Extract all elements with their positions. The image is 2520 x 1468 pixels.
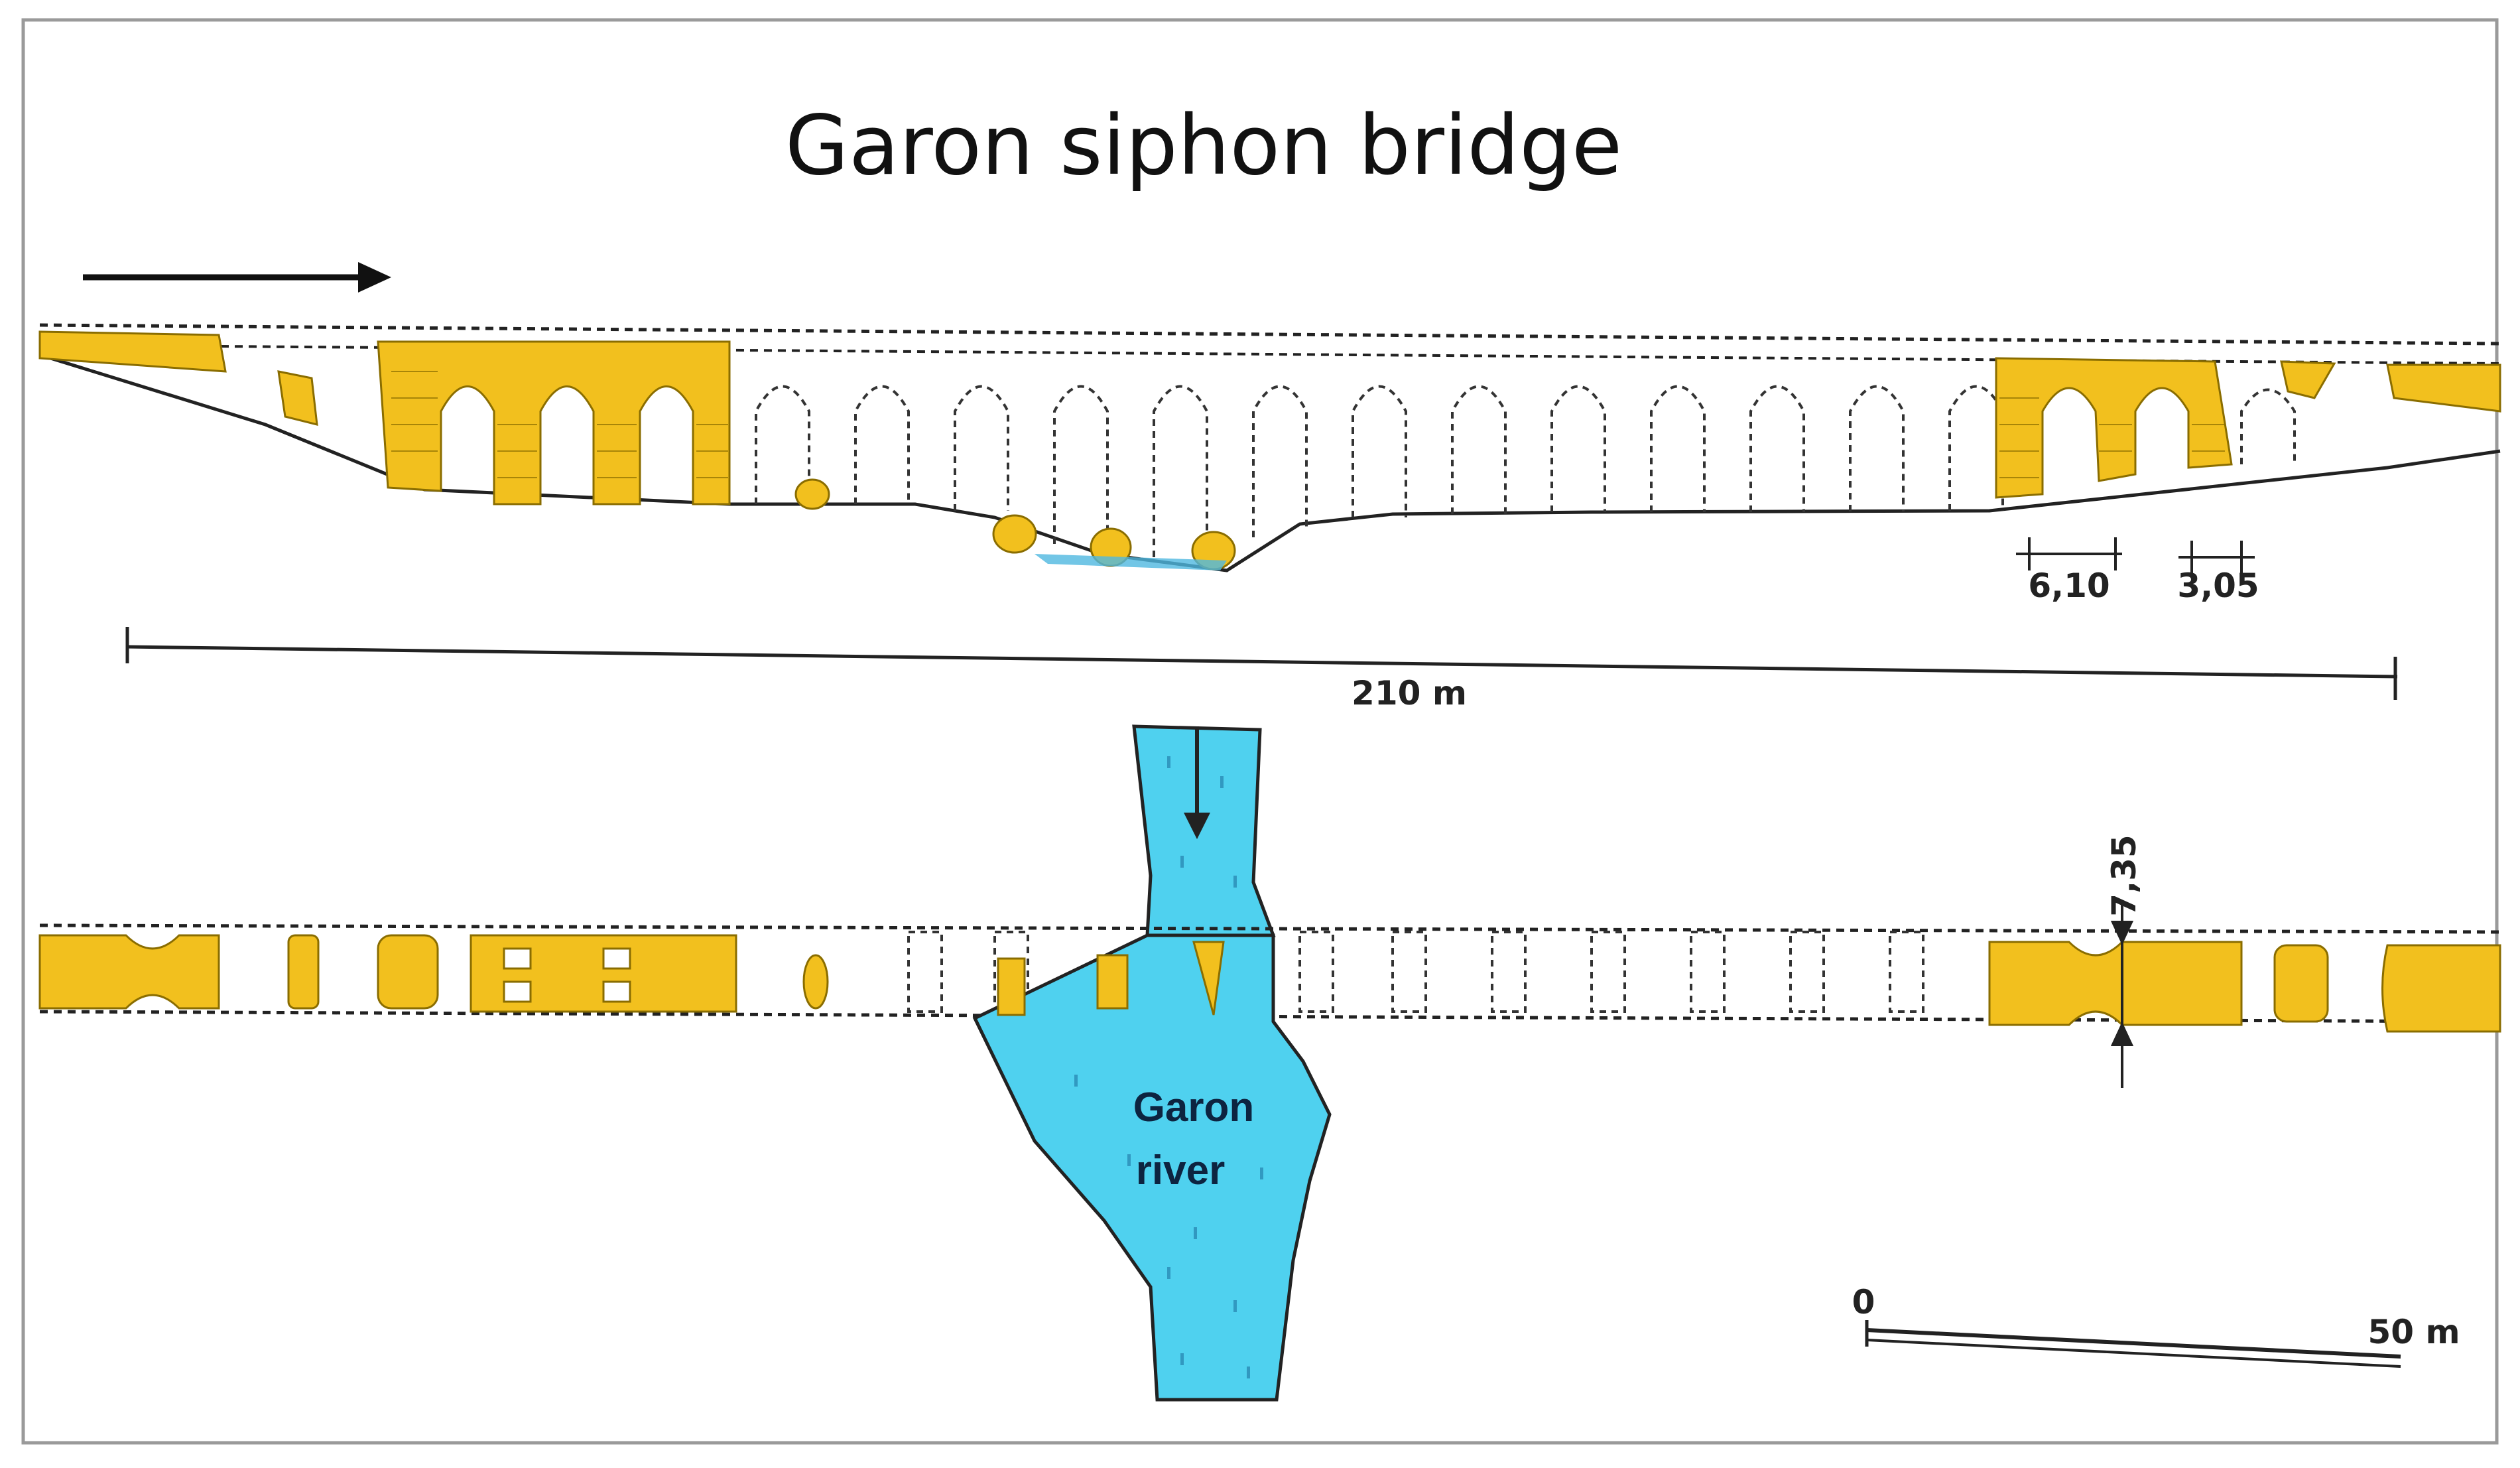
plan-masonry (377, 934, 439, 1010)
plan-masonry (997, 957, 1026, 1016)
plan-top-line (39, 923, 2501, 934)
masonry-right-end (2386, 364, 2501, 413)
plan-masonry (2381, 944, 2501, 1033)
masonry-right-arches (1995, 357, 2233, 499)
river-in-elevation (1035, 554, 1227, 570)
pier-ruin (992, 514, 1037, 554)
plan-masonry (1096, 954, 1129, 1010)
river-upstream (1132, 724, 1276, 937)
bridge-plan: Garon river 7,35 (38, 724, 2501, 1402)
plan-masonry (287, 934, 320, 1010)
masonry-left-pier-ruin (277, 370, 318, 426)
flow-direction-arrow (83, 262, 391, 293)
plan-masonry (1192, 941, 1225, 1016)
arch-width-label: 6,10 (2028, 567, 2110, 605)
span-label: 210 m (1352, 674, 1467, 712)
pier-ruin (794, 478, 830, 510)
scale-bar-end-label: 50 m (2367, 1313, 2460, 1351)
river-label-line2: river (1136, 1148, 1225, 1193)
span-dimension (125, 627, 2398, 700)
plan-masonry (802, 954, 829, 1010)
river-downstream (972, 933, 1332, 1402)
bridge-elevation: 6,10 3,05 210 m (38, 323, 2501, 712)
plan-masonry (38, 934, 220, 1010)
masonry-left-end (38, 330, 227, 373)
scale-bar (1865, 1320, 2401, 1368)
plan-masonry (470, 934, 737, 1013)
arch-width-dimension (2016, 537, 2122, 570)
plan-restored-piers (907, 931, 1924, 1013)
scale-bar-start-label: 0 (1852, 1283, 1875, 1321)
masonry-right-ruin (2280, 360, 2336, 399)
deck-top-line (39, 323, 2501, 346)
plan-width-dimension (2110, 902, 2134, 1088)
pier-width-dimension (2178, 541, 2255, 574)
plan-masonry (2273, 944, 2329, 1023)
plan-masonry (1988, 941, 2243, 1026)
river-label-line1: Garon (1133, 1085, 1255, 1130)
masonry-left-arches (377, 340, 731, 505)
restored-arches (755, 385, 2004, 557)
pier-width-label: 3,05 (2177, 567, 2259, 605)
plan-width-label: 7,35 (2105, 834, 2143, 916)
diagram-title: Garon siphon bridge (785, 98, 1622, 194)
